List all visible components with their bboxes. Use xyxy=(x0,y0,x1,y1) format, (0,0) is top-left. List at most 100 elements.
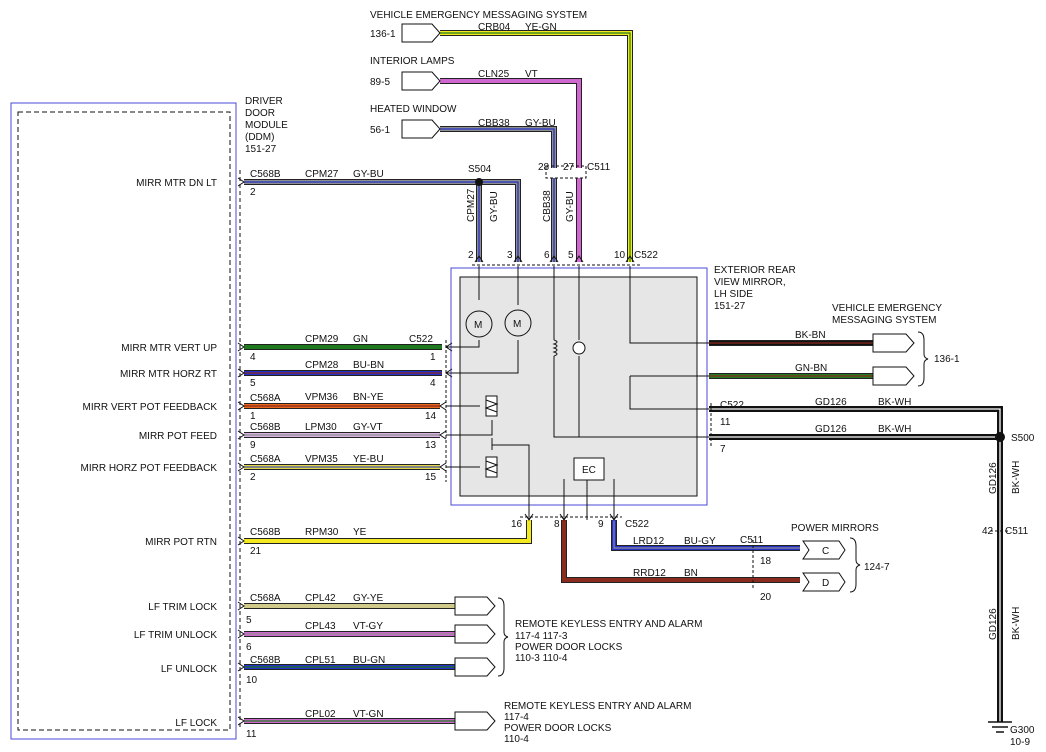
pm-title: POWER MIRRORS xyxy=(791,523,879,534)
vems-name-line: VEHICLE EMERGENCY xyxy=(832,303,942,314)
ground-ref: G300 xyxy=(1010,725,1035,736)
ddm-outer-box xyxy=(10,102,237,740)
conn-label: C522 xyxy=(720,400,744,411)
system-name: INTERIOR LAMPS xyxy=(370,56,455,67)
wire-color: BU-GY xyxy=(684,536,716,547)
circuit-id: CPM28 xyxy=(305,360,339,371)
wire-color: GY-BU xyxy=(525,118,556,129)
pin-number: 2 xyxy=(250,472,256,483)
ddm-title-line: DOOR xyxy=(245,108,275,119)
plug-label: D xyxy=(822,578,829,589)
pin-number: 10 xyxy=(246,675,258,686)
bracket xyxy=(917,331,929,387)
rke-line: 110-4 xyxy=(504,734,529,745)
c522-left: C522 1 4 14 13 15 xyxy=(409,334,447,483)
vertical-circuit: CBB38 xyxy=(542,190,553,222)
plug-label: C xyxy=(822,546,829,557)
ground-section: C522 11 7 GD126 BK-WH GD126 BK-WH S500 G… xyxy=(710,397,1035,748)
pin-label: MIRR HORZ POT FEEDBACK xyxy=(81,463,218,474)
ddm-title-line: 151-27 xyxy=(245,144,277,155)
wire-color: GN-BN xyxy=(795,363,827,374)
vertical-circuit: CPM27 xyxy=(466,188,477,222)
vertical-color: GY-BU xyxy=(565,191,576,222)
wire-color: YE-GN xyxy=(525,22,557,33)
circuit-id: CPL51 xyxy=(305,655,336,666)
system-ref: 136-1 xyxy=(370,29,396,40)
wire-color: BU-GN xyxy=(353,655,385,666)
pin-number: 14 xyxy=(425,411,437,422)
conn-label: C568A xyxy=(250,454,281,465)
pin-number: 28 xyxy=(538,162,550,173)
wire-color: YE-BU xyxy=(353,454,384,465)
pin-number: 4 xyxy=(430,378,436,389)
ec-module xyxy=(573,457,605,481)
pin-number: 42 xyxy=(982,526,994,537)
wire-color: GY-YE xyxy=(353,593,384,604)
bracket xyxy=(849,537,861,593)
circuit-id: CPL02 xyxy=(305,709,336,720)
ddm-inner-box xyxy=(17,111,231,731)
wire-color: BN-YE xyxy=(353,392,384,403)
wires xyxy=(244,30,1003,724)
pin-number: 18 xyxy=(760,556,772,567)
circuit-id: GD126 xyxy=(815,424,847,435)
pin-number: 9 xyxy=(598,519,604,530)
circuit-id: RPM30 xyxy=(305,527,339,538)
splice-label: S504 xyxy=(468,164,492,175)
connector-plug xyxy=(401,71,441,91)
ddm-title-line: (DDM) xyxy=(245,132,274,143)
rke-line: POWER DOOR LOCKS xyxy=(504,723,612,734)
pin-number: 1 xyxy=(250,411,256,422)
system-ref: 89-5 xyxy=(370,77,390,88)
circuit-id: CPM27 xyxy=(305,169,339,180)
pin-number: 27 xyxy=(563,162,575,173)
pin-label: LF TRIM UNLOCK xyxy=(134,630,217,641)
ddm-title-line: MODULE xyxy=(245,120,288,131)
rke-line: REMOTE KEYLESS ENTRY AND ALARM xyxy=(515,619,702,630)
wire-color: GY-VT xyxy=(353,422,383,433)
pin-number: 1 xyxy=(430,352,436,363)
pin-number: 6 xyxy=(544,250,550,261)
system-name: HEATED WINDOW xyxy=(370,104,457,115)
conn-label: C568B xyxy=(250,655,281,666)
pin-number: 5 xyxy=(250,378,256,389)
ddm-title: DRIVER DOOR MODULE (DDM) 151-27 xyxy=(245,96,288,155)
pin-number: 10 xyxy=(614,250,626,261)
pin-number: 13 xyxy=(425,440,437,451)
pin-label: LF TRIM LOCK xyxy=(148,602,217,613)
pin-number: 9 xyxy=(250,440,256,451)
vertical-color: BK-WH xyxy=(1011,461,1022,494)
vertical-circuit: GD126 xyxy=(988,608,999,640)
connector-plug xyxy=(454,596,496,616)
top-connectors: VEHICLE EMERGENCY MESSAGING SYSTEM 136-1… xyxy=(370,10,587,139)
heater-icon xyxy=(552,339,558,357)
pin-number: 11 xyxy=(720,417,731,428)
motor-icon xyxy=(504,309,532,337)
connector-plug xyxy=(872,366,915,386)
conn-label: C568B xyxy=(250,422,281,433)
motor-label: M xyxy=(513,319,521,330)
circuit-id: LRD12 xyxy=(633,536,665,547)
pin-number: 2 xyxy=(250,187,256,198)
circuit-id: CPL43 xyxy=(305,621,336,632)
ground-page: 10-9 xyxy=(1010,737,1030,748)
conn-label: C511 xyxy=(587,162,611,173)
circuit-id: CBB38 xyxy=(478,118,510,129)
pin-number: 7 xyxy=(720,444,726,455)
circuit-id: VPM36 xyxy=(305,392,338,403)
pin-number: 21 xyxy=(250,546,262,557)
splice-s500 xyxy=(995,432,1005,442)
conn-label: C522 xyxy=(634,250,658,261)
circuit-id: CLN25 xyxy=(478,69,510,80)
pin-number: 16 xyxy=(511,519,523,530)
circuit-id: VPM35 xyxy=(305,454,338,465)
wire-color: BU-BN xyxy=(353,360,384,371)
mirror-title-line: EXTERIOR REAR xyxy=(714,265,796,276)
lock-connectors: REMOTE KEYLESS ENTRY AND ALARM 117-4 117… xyxy=(454,596,702,745)
circuit-id: LPM30 xyxy=(305,422,337,433)
pin-number: 5 xyxy=(568,250,574,261)
wire-color: GY-BU xyxy=(353,169,384,180)
wire-color: GN xyxy=(353,334,368,345)
pin-number: 20 xyxy=(760,592,772,603)
